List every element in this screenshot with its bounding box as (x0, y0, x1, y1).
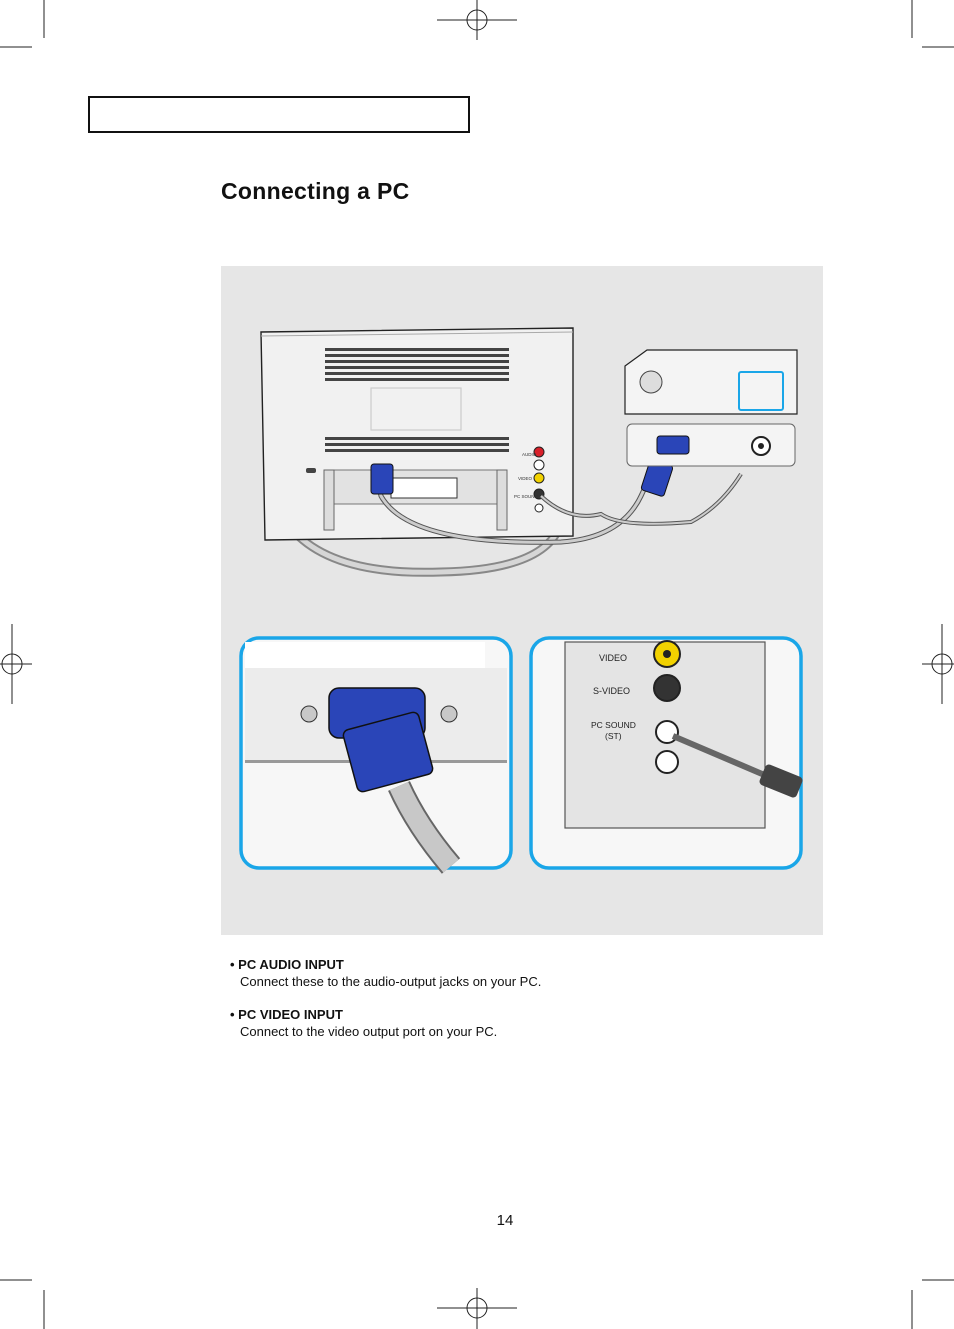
tv-label-video: VIDEO (518, 476, 533, 481)
bullet-pc-audio-input: • PC AUDIO INPUT Connect these to the au… (230, 956, 541, 990)
tv-back (260, 327, 574, 541)
pc-ports-highlight (738, 371, 784, 411)
callout-jack-closeup (529, 636, 803, 870)
tv-label-pc-sound: PC SOUND (514, 494, 539, 499)
closeup-label-pc-sound: PC SOUND (591, 720, 636, 730)
connection-diagram: AUDIO VIDEO PC SOUND (221, 266, 823, 935)
bullet-desc: Connect to the video output port on your… (240, 1024, 498, 1039)
bullet-list: • PC AUDIO INPUT Connect these to the au… (230, 956, 541, 1056)
tv-label-audio: AUDIO (522, 452, 537, 457)
tv-vents-bottom (325, 437, 509, 452)
bullet-title: • PC AUDIO INPUT (230, 957, 344, 972)
tv-vga-plug (370, 463, 394, 495)
pc-unit (624, 349, 798, 415)
connection-illustration: AUDIO VIDEO PC SOUND (239, 327, 803, 874)
pc-port-closeup (626, 423, 796, 467)
closeup-label-s-video: S-VIDEO (593, 686, 630, 696)
closeup-label-video: VIDEO (599, 653, 627, 663)
closeup-label-pc-sound-st: (ST) (605, 731, 622, 741)
header-box (88, 96, 470, 133)
tv-lock-slot (306, 468, 316, 473)
pc-vga-port (656, 435, 690, 455)
bullet-title: • PC VIDEO INPUT (230, 1007, 343, 1022)
bullet-desc: Connect these to the audio-output jacks … (240, 974, 542, 989)
tv-vents-top (325, 348, 509, 381)
tv-side-jacks (533, 446, 545, 513)
bullet-pc-video-input: • PC VIDEO INPUT Connect to the video ou… (230, 1006, 541, 1040)
page-title: Connecting a PC (221, 178, 410, 204)
page-number: 14 (496, 1212, 514, 1229)
callout-vga-closeup (239, 636, 513, 874)
